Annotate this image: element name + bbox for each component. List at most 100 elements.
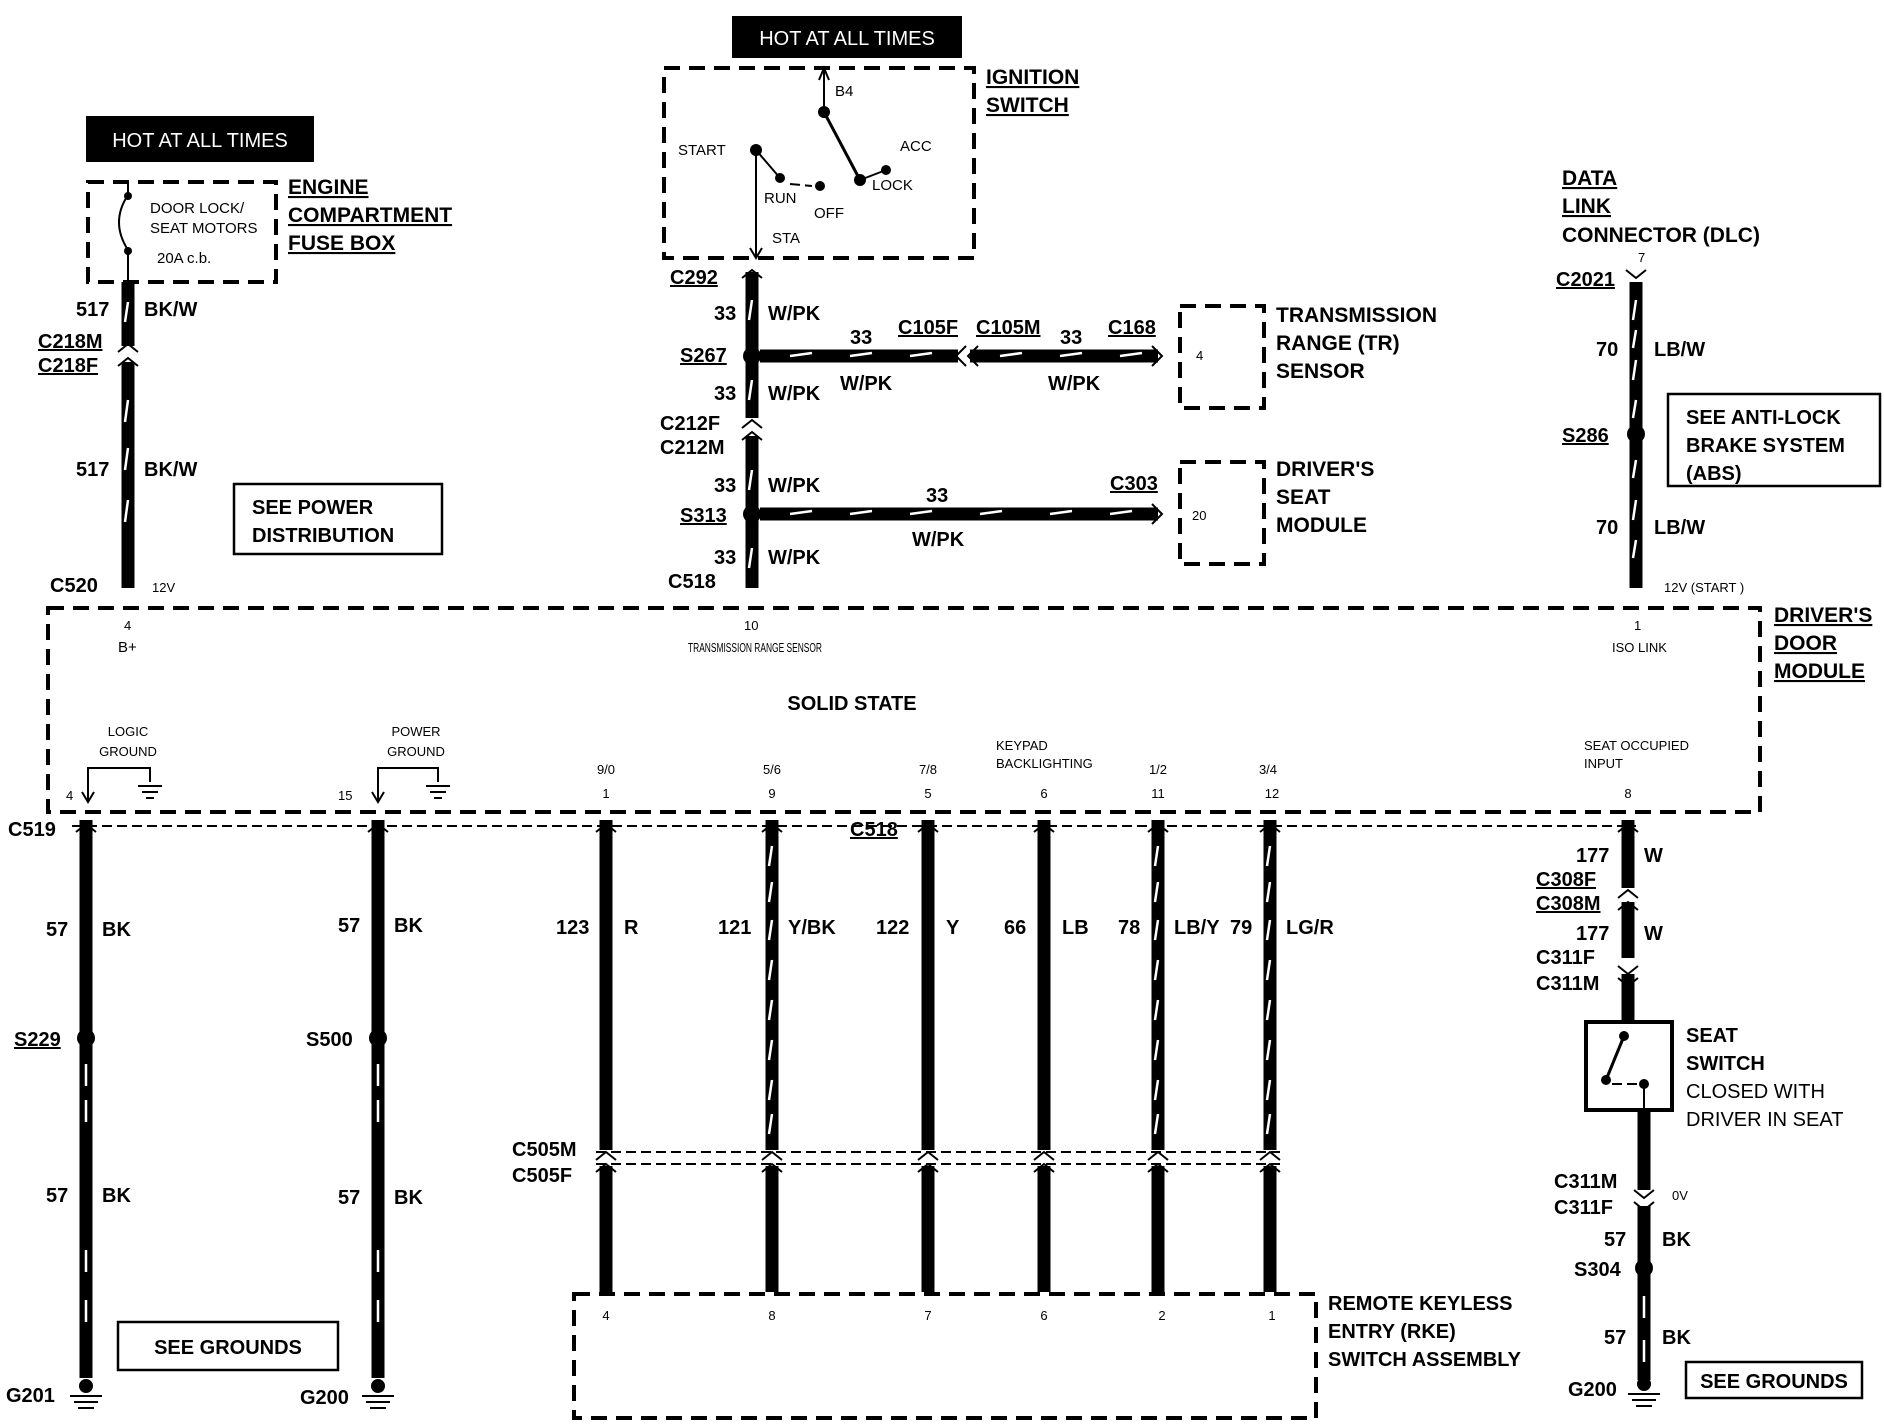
seat-switch-title: DRIVER IN SEAT (1686, 1109, 1843, 1131)
seat-input-label: INPUT (1584, 756, 1623, 771)
voltage-label: 12V (START ) (1664, 580, 1744, 595)
rke-pin: 8 (768, 1308, 775, 1323)
splice-label: S229 (14, 1029, 61, 1051)
seat-module-outline (1178, 460, 1266, 566)
ignition-pos-off: OFF (814, 205, 844, 222)
ground-label: G200 (300, 1387, 349, 1409)
ddm-pin: 4 (66, 788, 73, 803)
door-module-outline (46, 606, 1762, 814)
ignition-pos-acc: ACC (900, 138, 932, 155)
connector-c218 (117, 342, 139, 367)
fuse-box-outline (86, 180, 278, 284)
wire-color: LB/Y (1174, 917, 1220, 939)
connector-label: C212F (660, 413, 720, 435)
seat-switch-contact-icon (1601, 1031, 1649, 1110)
power-ground-label: GROUND (387, 744, 445, 759)
rke-pin: 1 (1268, 1308, 1275, 1323)
ignition-switch-title: IGNITION (986, 66, 1079, 89)
rke-wire-66 (1033, 820, 1055, 1292)
wire-color: BK (102, 1185, 131, 1207)
wire-color: LB/W (1654, 339, 1705, 361)
ignition-switch-contacts (749, 65, 891, 260)
fuse-label: DOOR LOCK/ (150, 200, 245, 217)
ignition-switch-title: SWITCH (986, 94, 1069, 117)
rke-wire-78 (1147, 820, 1169, 1292)
ddm-pin: 6 (1040, 786, 1047, 801)
connector-label: C212M (660, 437, 724, 459)
connector-c168 (1151, 345, 1164, 367)
ddm-pin: 15 (338, 788, 352, 803)
ignition-pos-b4: B4 (835, 83, 853, 100)
ddm-top-pin-name: TRANSMISSION RANGE SENSOR (688, 640, 822, 655)
wire-color: W/PK (768, 475, 821, 497)
wire-circuit: 517 (76, 459, 109, 481)
ground-icon (70, 1379, 102, 1409)
wire-circuit: 57 (46, 1185, 68, 1207)
see-grounds-box-left (116, 1320, 340, 1372)
rke-pin: 2 (1158, 1308, 1165, 1323)
ddm-pin: 8 (1624, 786, 1631, 801)
fuse-box-title: FUSE BOX (288, 232, 395, 255)
wire-color: W (1644, 923, 1663, 945)
ground-icon (362, 1379, 394, 1409)
wire-color: Y/BK (788, 917, 836, 939)
splice-label: S304 (1574, 1259, 1622, 1281)
solid-state-label: SOLID STATE (787, 693, 916, 715)
wire-color: W/PK (1048, 373, 1101, 395)
wire-circuit: 177 (1576, 845, 1609, 867)
rke-wire-79 (1259, 820, 1281, 1292)
keypad-label: BACKLIGHTING (996, 756, 1093, 771)
rke-title: REMOTE KEYLESS (1328, 1293, 1512, 1315)
ddm-pin: 11 (1151, 786, 1165, 801)
ignition-pos-lock: LOCK (872, 177, 913, 194)
connector-label: C105M (976, 317, 1040, 339)
wire-circuit: 33 (850, 327, 872, 349)
ddm-pin-code: 7/8 (919, 762, 937, 777)
wire-color: LB (1062, 917, 1089, 939)
wire-color: BK (102, 919, 131, 941)
connector-c311-upper (1617, 965, 1639, 988)
connector-label: C505M (512, 1139, 576, 1161)
splice-label: S267 (680, 345, 727, 367)
ddm-top-pin: 1 (1634, 618, 1641, 633)
see-power-text: DISTRIBUTION (252, 525, 394, 547)
wire-color: W (1644, 845, 1663, 867)
wire-circuit: 66 (1004, 917, 1026, 939)
splice-s229 (77, 1029, 95, 1047)
splice-s500 (369, 1029, 387, 1047)
ddm-pin: 12 (1265, 786, 1279, 801)
wire-color: BK (394, 1187, 423, 1209)
wire-color: BK/W (144, 459, 197, 481)
wire-circuit: 123 (556, 917, 589, 939)
see-abs-text: BRAKE SYSTEM (1686, 435, 1845, 457)
tr-sensor-outline (1178, 304, 1266, 410)
wire-circuit: 33 (926, 485, 948, 507)
hot-label-center: HOT AT ALL TIMES (759, 28, 935, 50)
seat-module-title: SEAT (1276, 486, 1331, 509)
door-module-title: DRIVER'S (1774, 604, 1872, 627)
seat-switch-title: SEAT (1686, 1025, 1738, 1047)
rke-pin: 7 (924, 1308, 931, 1323)
connector-label: C292 (670, 267, 718, 289)
rke-wire-122 (917, 820, 939, 1292)
ignition-pos-start: START (678, 142, 726, 159)
connector-label: C518 (668, 571, 716, 593)
fuse-label: 20A c.b. (157, 250, 211, 267)
wire-color: W/PK (912, 529, 965, 551)
see-grounds-text: SEE GROUNDS (1700, 1371, 1848, 1393)
wire-color: LB/W (1654, 517, 1705, 539)
power-ground-label: POWER (391, 724, 440, 739)
ground-icon (1628, 1377, 1660, 1407)
tr-sensor-title: RANGE (TR) (1276, 332, 1400, 355)
connector-label: C105F (898, 317, 958, 339)
wire-circuit: 70 (1596, 517, 1618, 539)
connector-label: C2021 (1556, 269, 1615, 291)
splice-label: S286 (1562, 425, 1609, 447)
internal-ground-icon (371, 767, 450, 804)
wire-circuit: 57 (46, 919, 68, 941)
connector-label: C303 (1110, 473, 1158, 495)
wire-circuit: 121 (718, 917, 751, 939)
connector-label: C505F (512, 1165, 572, 1187)
hot-label-left: HOT AT ALL TIMES (112, 130, 288, 152)
